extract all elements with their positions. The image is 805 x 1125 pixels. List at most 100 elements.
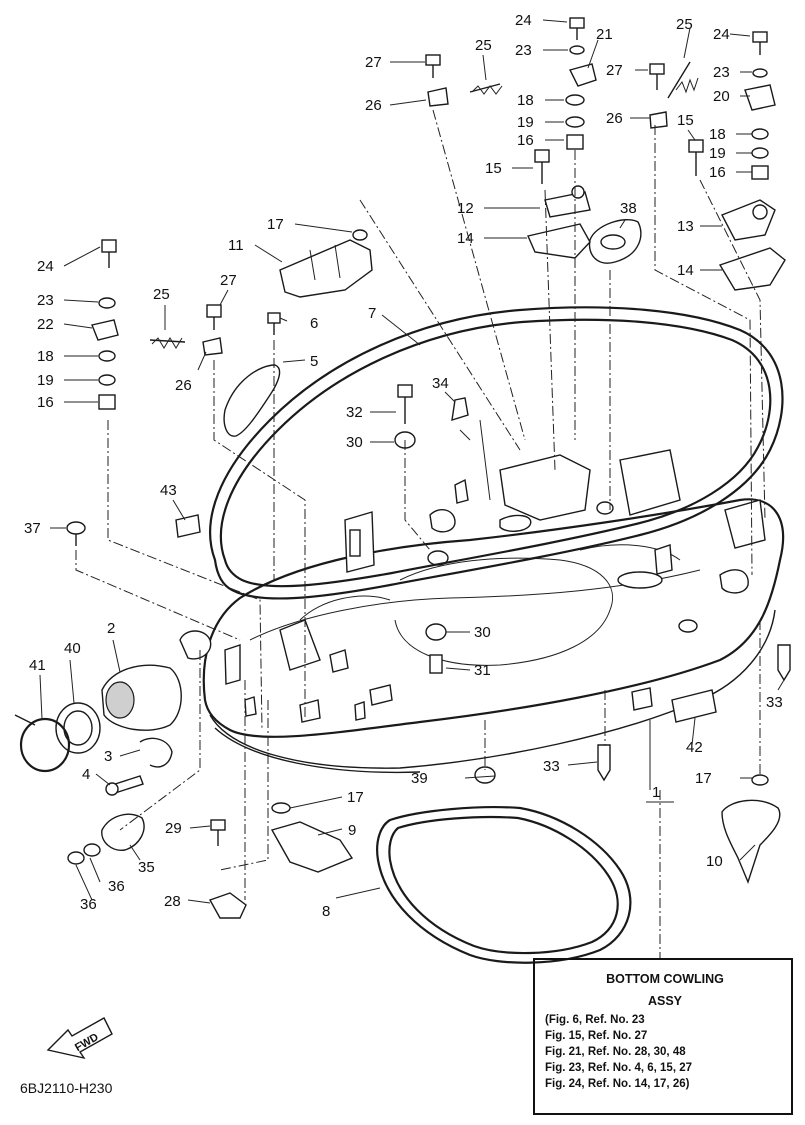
callout-31: 31 xyxy=(474,662,491,679)
callout-19c: 19 xyxy=(709,145,726,162)
hardware-top-center xyxy=(534,17,597,184)
info-title-1: BOTTOM COWLING xyxy=(606,972,724,986)
callout-13: 13 xyxy=(677,218,694,235)
document-code: 6BJ2110-H230 xyxy=(20,1080,113,1096)
callout-30b: 30 xyxy=(474,624,491,641)
callout-38: 38 xyxy=(620,200,637,217)
part-41-clamp xyxy=(14,714,71,773)
callout-34: 34 xyxy=(432,375,449,392)
hardware-top-right xyxy=(649,31,776,180)
part-39-grommet xyxy=(474,766,496,784)
callout-17b: 17 xyxy=(347,789,364,806)
bottom-cowling-body xyxy=(179,419,785,774)
seal-ring-8 xyxy=(376,806,632,964)
part-33-drain-a xyxy=(597,744,611,782)
fwd-arrow-icon: FWD xyxy=(46,1017,113,1060)
callout-42: 42 xyxy=(686,739,703,756)
part-14-gasket-b xyxy=(718,247,786,291)
callout-6: 6 xyxy=(310,315,318,332)
callout-5: 5 xyxy=(310,353,318,370)
part-43-label xyxy=(175,514,201,538)
part-37-plug xyxy=(66,521,86,546)
info-ref-3: Fig. 21, Ref. No. 28, 30, 48 xyxy=(545,1046,686,1058)
part-32-bolt xyxy=(397,384,413,424)
callout-12: 12 xyxy=(457,200,474,217)
callout-19a: 19 xyxy=(517,114,534,131)
part-10-cleat xyxy=(721,799,781,885)
callout-25a: 25 xyxy=(475,37,492,54)
part-33-drain-b xyxy=(777,644,791,682)
part-11-bracket xyxy=(279,239,373,298)
callout-26c: 26 xyxy=(606,110,623,127)
callout-1: 1 xyxy=(652,784,660,801)
part-12-plate xyxy=(544,185,591,218)
washer-17-a xyxy=(271,802,291,814)
part-9-clip xyxy=(270,821,354,873)
seal-ring-7 xyxy=(209,306,784,600)
callout-37: 37 xyxy=(24,520,41,537)
callout-25b: 25 xyxy=(153,286,170,303)
part-38-grommet xyxy=(588,219,642,264)
callout-18c: 18 xyxy=(709,126,726,143)
spring-25-top xyxy=(471,85,503,95)
callout-16c: 16 xyxy=(709,164,726,181)
callout-33b: 33 xyxy=(766,694,783,711)
part-28-tab xyxy=(208,892,247,919)
callout-15b: 15 xyxy=(677,112,694,129)
callout-17c: 17 xyxy=(695,770,712,787)
info-title-2: ASSY xyxy=(647,994,683,1008)
part-34-nipple xyxy=(451,397,469,422)
callout-10: 10 xyxy=(706,853,723,870)
callout-19b: 19 xyxy=(37,372,54,389)
callout-26a: 26 xyxy=(365,97,382,114)
part-29-bolt xyxy=(210,819,226,846)
callout-36a: 36 xyxy=(108,878,125,895)
callout-28: 28 xyxy=(164,893,181,910)
callout-2: 2 xyxy=(107,620,115,637)
callout-26b: 26 xyxy=(175,377,192,394)
part-35-plug xyxy=(101,813,145,851)
callout-3: 3 xyxy=(104,748,112,765)
part-5-clip xyxy=(223,364,281,437)
part-36-clips xyxy=(67,843,101,865)
callout-23b: 23 xyxy=(37,292,54,309)
info-ref-4: Fig. 23, Ref. No. 4, 6, 15, 27 xyxy=(545,1062,693,1074)
part-4-screw xyxy=(105,775,144,796)
callout-20: 20 xyxy=(713,88,730,105)
part-2-fitting xyxy=(101,664,182,731)
assembly-info-box: BOTTOM COWLING ASSY (Fig. 6, Ref. No. 23… xyxy=(533,958,793,1115)
callout-22: 22 xyxy=(37,316,54,333)
callout-15a: 15 xyxy=(485,160,502,177)
callout-16a: 16 xyxy=(517,132,534,149)
callout-29: 29 xyxy=(165,820,182,837)
callout-21: 21 xyxy=(596,26,613,43)
callout-23c: 23 xyxy=(713,64,730,81)
washer-17-b xyxy=(751,774,769,786)
callout-39: 39 xyxy=(411,770,428,787)
callout-24b: 24 xyxy=(37,258,54,275)
callout-4: 4 xyxy=(82,766,90,783)
hardware-top-left xyxy=(425,54,501,107)
spring-25-right xyxy=(675,77,699,94)
callout-27b: 27 xyxy=(220,272,237,289)
hardware-left-stack xyxy=(91,229,368,410)
callout-14b: 14 xyxy=(677,262,694,279)
callout-leaders xyxy=(39,19,785,904)
callout-36b: 36 xyxy=(80,896,97,913)
callout-24c: 24 xyxy=(713,26,730,43)
callout-43: 43 xyxy=(160,482,177,499)
info-ref-1: (Fig. 6, Ref. No. 23 xyxy=(545,1014,645,1026)
callout-35: 35 xyxy=(138,859,155,876)
callout-24a: 24 xyxy=(515,12,532,29)
callout-32: 32 xyxy=(346,404,363,421)
callout-18b: 18 xyxy=(37,348,54,365)
callout-27a: 27 xyxy=(365,54,382,71)
callout-numbers: 1 2 3 4 5 6 7 8 9 10 11 12 13 14 14 15 1… xyxy=(24,12,783,920)
callout-17a: 17 xyxy=(267,216,284,233)
info-ref-5: Fig. 24, Ref. No. 14, 17, 26) xyxy=(545,1078,690,1090)
callout-14a: 14 xyxy=(457,230,474,247)
assembly-leader-lines xyxy=(75,109,766,960)
info-ref-2: Fig. 15, Ref. No. 27 xyxy=(545,1030,648,1042)
callout-30a: 30 xyxy=(346,434,363,451)
callout-23a: 23 xyxy=(515,42,532,59)
